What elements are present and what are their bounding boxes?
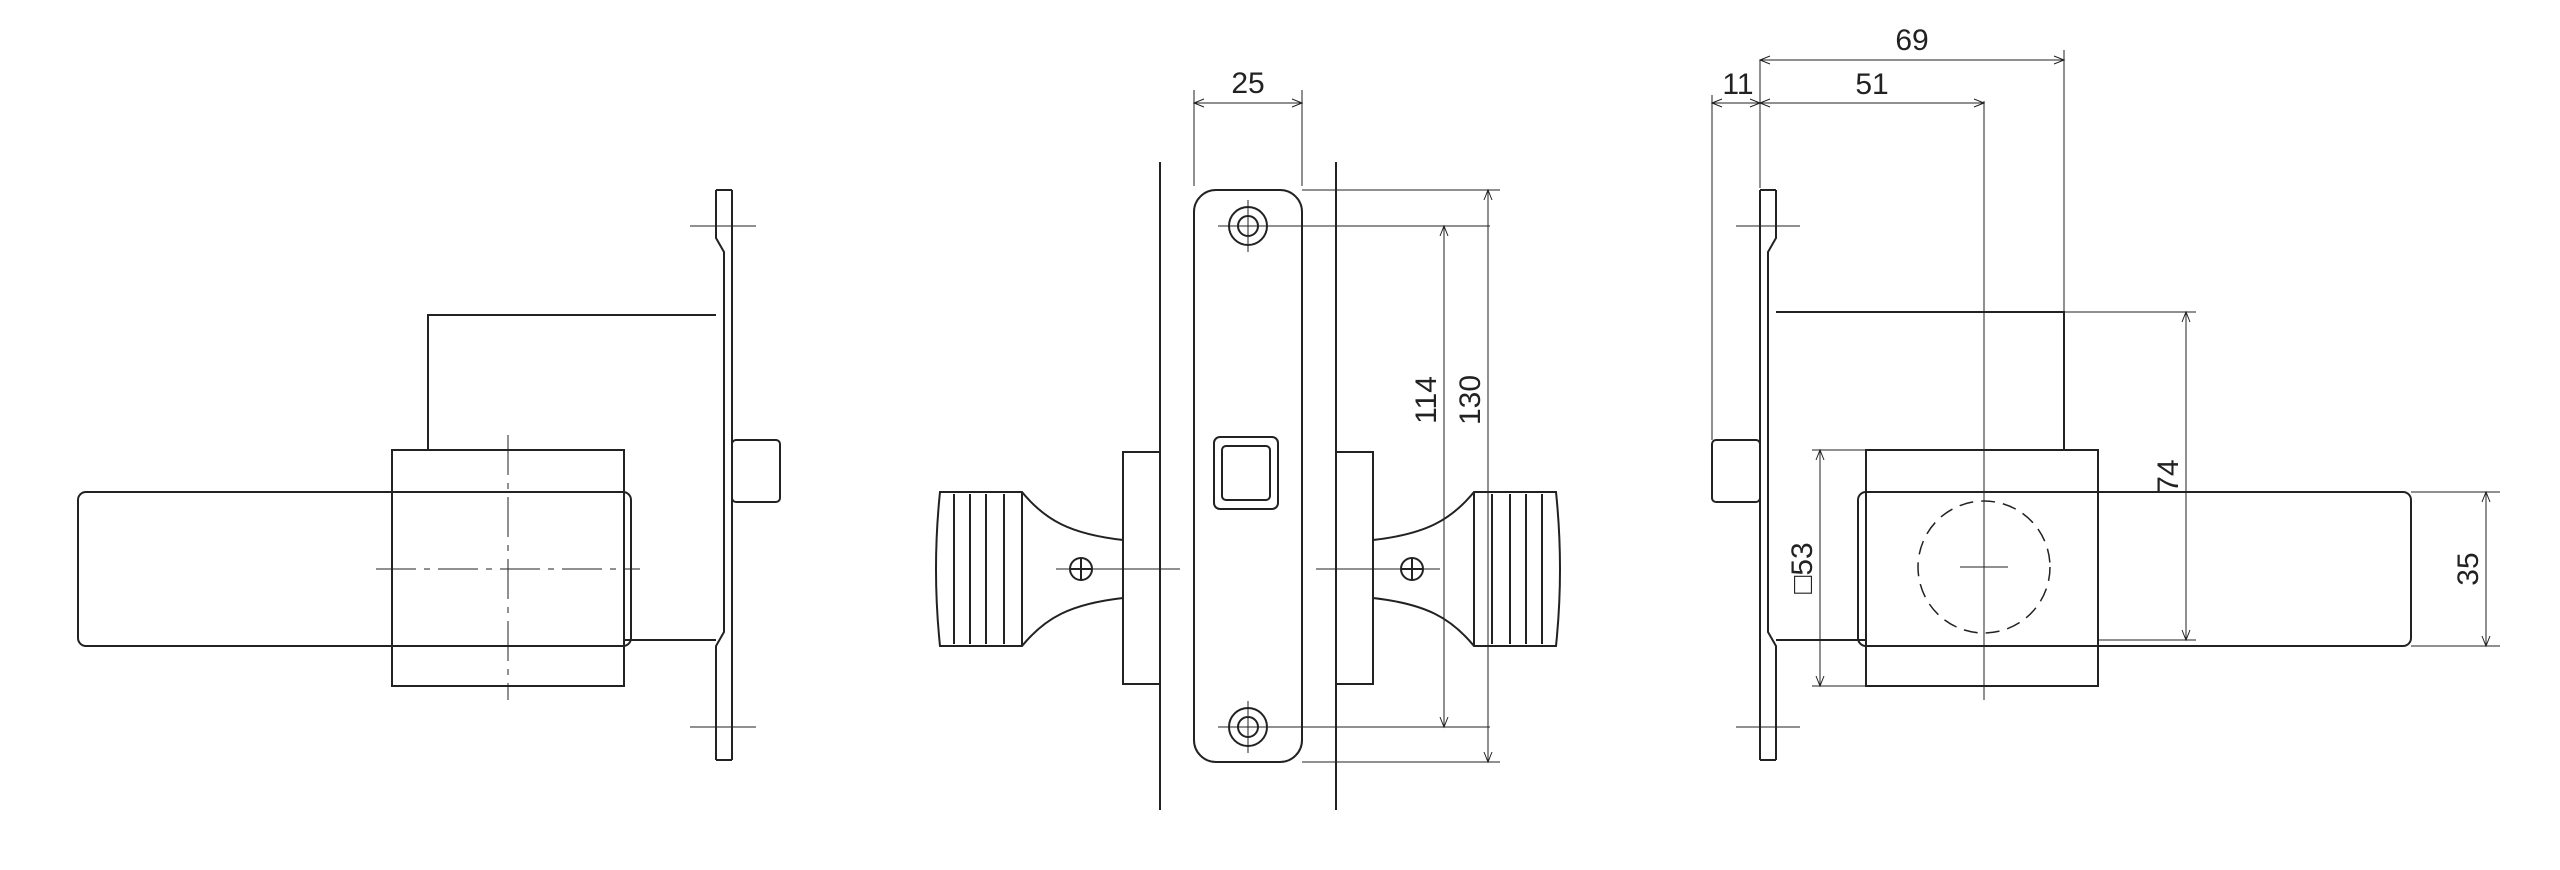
dim-bolt-spacing [1439,224,1449,729]
label-body-height: 74 [2152,459,2185,492]
side-view-left [77,189,781,761]
label-width: 25 [1231,67,1264,100]
label-plate-offset: 11 [1722,68,1753,101]
dim-total-depth [1758,50,2066,312]
right-faceplate [1736,189,1800,761]
front-lever-right [1372,491,1561,647]
right-rose [1865,449,2099,687]
dim-plate-offset [1710,95,1762,440]
label-height: 130 [1454,375,1487,425]
dim-width [1192,90,1304,186]
label-lever-height: 35 [2452,552,2485,585]
latch-tongue [731,439,781,503]
latch-opening [1213,436,1279,510]
front-view [935,90,1561,810]
right-lock-body [1776,311,2065,450]
front-rose-right [1335,451,1374,685]
dimension-labels: 25 114 130 69 11 51 74 35 □53 [1231,24,2485,594]
faceplate [690,189,756,761]
front-lever-left [935,491,1124,647]
right-lever [1857,491,2412,647]
lock-body [427,314,716,450]
front-faceplate [1193,189,1303,763]
label-total-depth: 69 [1895,24,1928,57]
right-view [1710,50,2500,761]
dim-rose [1812,448,1866,688]
label-backset: 51 [1855,68,1888,101]
dim-height [1302,188,1500,764]
label-bolt-spacing: 114 [1410,376,1443,424]
front-rose-left [1122,451,1161,685]
dim-lever-height [2411,490,2500,648]
dim-body-height [2064,310,2196,642]
label-rose: □53 [1786,542,1819,594]
right-latch-tongue [1711,439,1761,503]
